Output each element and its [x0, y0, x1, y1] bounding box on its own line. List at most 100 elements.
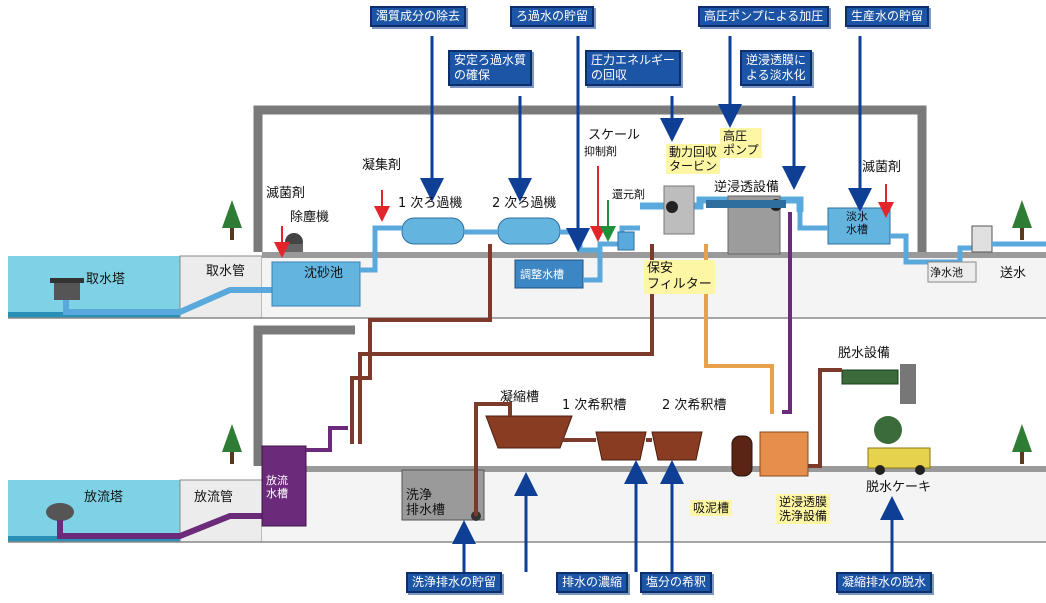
label-reducing-agent: 還元剤	[612, 188, 645, 201]
discharge-tower-structure	[46, 503, 74, 521]
callout-energy-recovery-line2: の回収	[591, 68, 628, 82]
label-water-supply: 送水	[1000, 266, 1027, 281]
truck-wheel	[875, 465, 885, 475]
label-discharge-tower: 放流塔	[84, 490, 124, 505]
tree-icon	[1012, 424, 1032, 452]
tree-icon	[1012, 200, 1032, 228]
label-dewatering-equipment: 脱水設備	[838, 346, 891, 361]
label-fresh-water-tank-line2: 水槽	[846, 223, 868, 236]
tag-high-pressure-pump-line2: ポンプ	[723, 143, 759, 157]
intake-tower-cap	[50, 278, 84, 283]
label-fresh-water-tank: 淡水 水槽	[846, 210, 868, 236]
ro-wash-pipe	[704, 244, 774, 414]
ro-washing-equipment-shape	[759, 431, 809, 477]
pump-motor	[666, 201, 678, 213]
building-floor	[262, 252, 922, 258]
tree-trunk	[1020, 452, 1024, 464]
callout-turbidity-removal: 濁質成分の除去	[370, 6, 467, 27]
adjustment-tank-shape	[514, 259, 584, 289]
lower-building-floor	[262, 466, 1046, 472]
discharge-tank-inlet	[306, 426, 348, 452]
callout-stable-quality-line1: 安定ろ過水質	[454, 53, 527, 67]
tag-power-recovery-turbine: 動力回収 タービン	[666, 144, 721, 174]
supply-pump-house	[971, 225, 993, 253]
intake-tower-structure	[54, 282, 80, 300]
dewatered-cake-pile	[874, 416, 902, 444]
label-dewatered-cake: 脱水ケーキ	[866, 480, 932, 495]
filter-drain-pipe	[358, 244, 654, 444]
tag-ro-membrane-washing-line1: 逆浸透膜	[779, 495, 828, 509]
callout-product-water-storage: 生産水の貯留	[845, 6, 930, 27]
label-second-filter: 2 次ろ過機	[492, 196, 557, 211]
callout-dewatering: 凝縮排水の脱水	[836, 572, 933, 593]
wash-drain-tank-shape	[401, 469, 485, 521]
second-dilution-tank-shape	[651, 431, 703, 461]
label-dust-remover: 除塵機	[290, 210, 330, 225]
turbine-housing	[663, 185, 695, 235]
label-disinfectant-right: 滅菌剤	[862, 160, 902, 175]
label-clean-water-tank: 浄水池	[930, 266, 963, 279]
label-discharge-tank-line2: 水槽	[266, 487, 288, 500]
discharge-tank-shape	[261, 445, 307, 527]
tree-trunk	[230, 228, 234, 240]
label-thickening-tank: 凝縮槽	[500, 390, 540, 405]
callout-ro-desalination: 逆浸透膜に よる淡水化	[740, 50, 813, 86]
cake-truck-shape	[867, 447, 931, 469]
lower-building-wall	[253, 325, 355, 466]
callout-high-pressure-pumping: 高圧ポンプによる加圧	[698, 6, 830, 27]
pipe-wash-to-thickening	[474, 402, 512, 516]
callout-filtered-water-storage: ろ過水の貯留	[510, 6, 595, 27]
label-wash-drain-tank-line2: 排水槽	[406, 503, 446, 518]
safety-filter-shape	[617, 231, 635, 251]
label-adjustment-tank: 調整水槽	[520, 268, 564, 281]
tag-safety-filter-line2: フィルター	[647, 277, 712, 292]
label-disinfectant-left: 滅菌剤	[266, 186, 306, 201]
label-discharge-pipe: 放流管	[194, 490, 234, 505]
brine-pipe	[782, 212, 792, 414]
label-fresh-water-tank-line1: 淡水	[846, 210, 868, 223]
callout-stable-quality: 安定ろ過水質 の確保	[448, 50, 533, 86]
tag-power-recovery-turbine-line1: 動力回収	[669, 145, 718, 159]
callout-energy-recovery: 圧力エネルギー の回収	[585, 50, 682, 86]
intake-pipe-line	[63, 287, 275, 315]
callout-energy-recovery-line1: 圧力エネルギー	[591, 53, 676, 67]
tree-icon	[222, 424, 242, 452]
sea-intake	[8, 256, 180, 316]
callout-ro-desalination-line2: よる淡水化	[746, 68, 806, 82]
tag-high-pressure-pump-line1: 高圧	[723, 129, 748, 143]
label-first-dilution-tank: 1 次希釈槽	[562, 398, 627, 413]
truck-wheel	[915, 465, 925, 475]
backwash-drain-pipe	[350, 244, 492, 444]
first-filter-tank	[401, 217, 465, 245]
building-wall	[253, 105, 927, 252]
tag-high-pressure-pump: 高圧 ポンプ	[720, 128, 762, 158]
tag-ro-membrane-washing: 逆浸透膜 洗浄設備	[776, 494, 831, 524]
label-intake-pipe: 取水管	[206, 264, 246, 279]
label-first-filter: 1 次ろ過機	[398, 196, 463, 211]
callout-ro-desalination-line1: 逆浸透膜に	[746, 53, 807, 67]
clean-water-pond-shape	[927, 261, 977, 283]
label-settling-pond: 沈砂池	[304, 266, 344, 281]
ro-membrane-tube	[706, 200, 786, 208]
tree-trunk	[230, 452, 234, 464]
callout-stable-quality-line2: の確保	[454, 68, 491, 82]
label-wash-drain-tank: 洗浄 排水槽	[406, 488, 445, 518]
tag-ro-membrane-washing-line2: 洗浄設備	[779, 509, 828, 523]
discharge-pipe-line	[57, 513, 262, 539]
label-coagulant: 凝集剤	[362, 158, 402, 173]
tag-sludge-tank: 吸泥槽	[690, 500, 733, 516]
label-intake-tower: 取水塔	[86, 272, 126, 287]
sea-discharge	[8, 480, 180, 540]
tree-trunk	[1020, 228, 1024, 240]
first-dilution-tank-shape	[595, 431, 647, 461]
pipe-to-dewatering	[808, 368, 842, 468]
dewatering-press-shape	[841, 369, 899, 385]
callout-salt-dilution: 塩分の希釈	[640, 572, 713, 593]
pipe-to-filter-1	[360, 225, 402, 273]
label-discharge-tank-line1: 放流	[266, 474, 288, 487]
callout-wash-drain-storage: 洗浄排水の貯留	[406, 572, 503, 593]
tag-power-recovery-turbine-line2: タービン	[669, 159, 718, 173]
label-wash-drain-tank-line1: 洗浄	[406, 488, 433, 503]
